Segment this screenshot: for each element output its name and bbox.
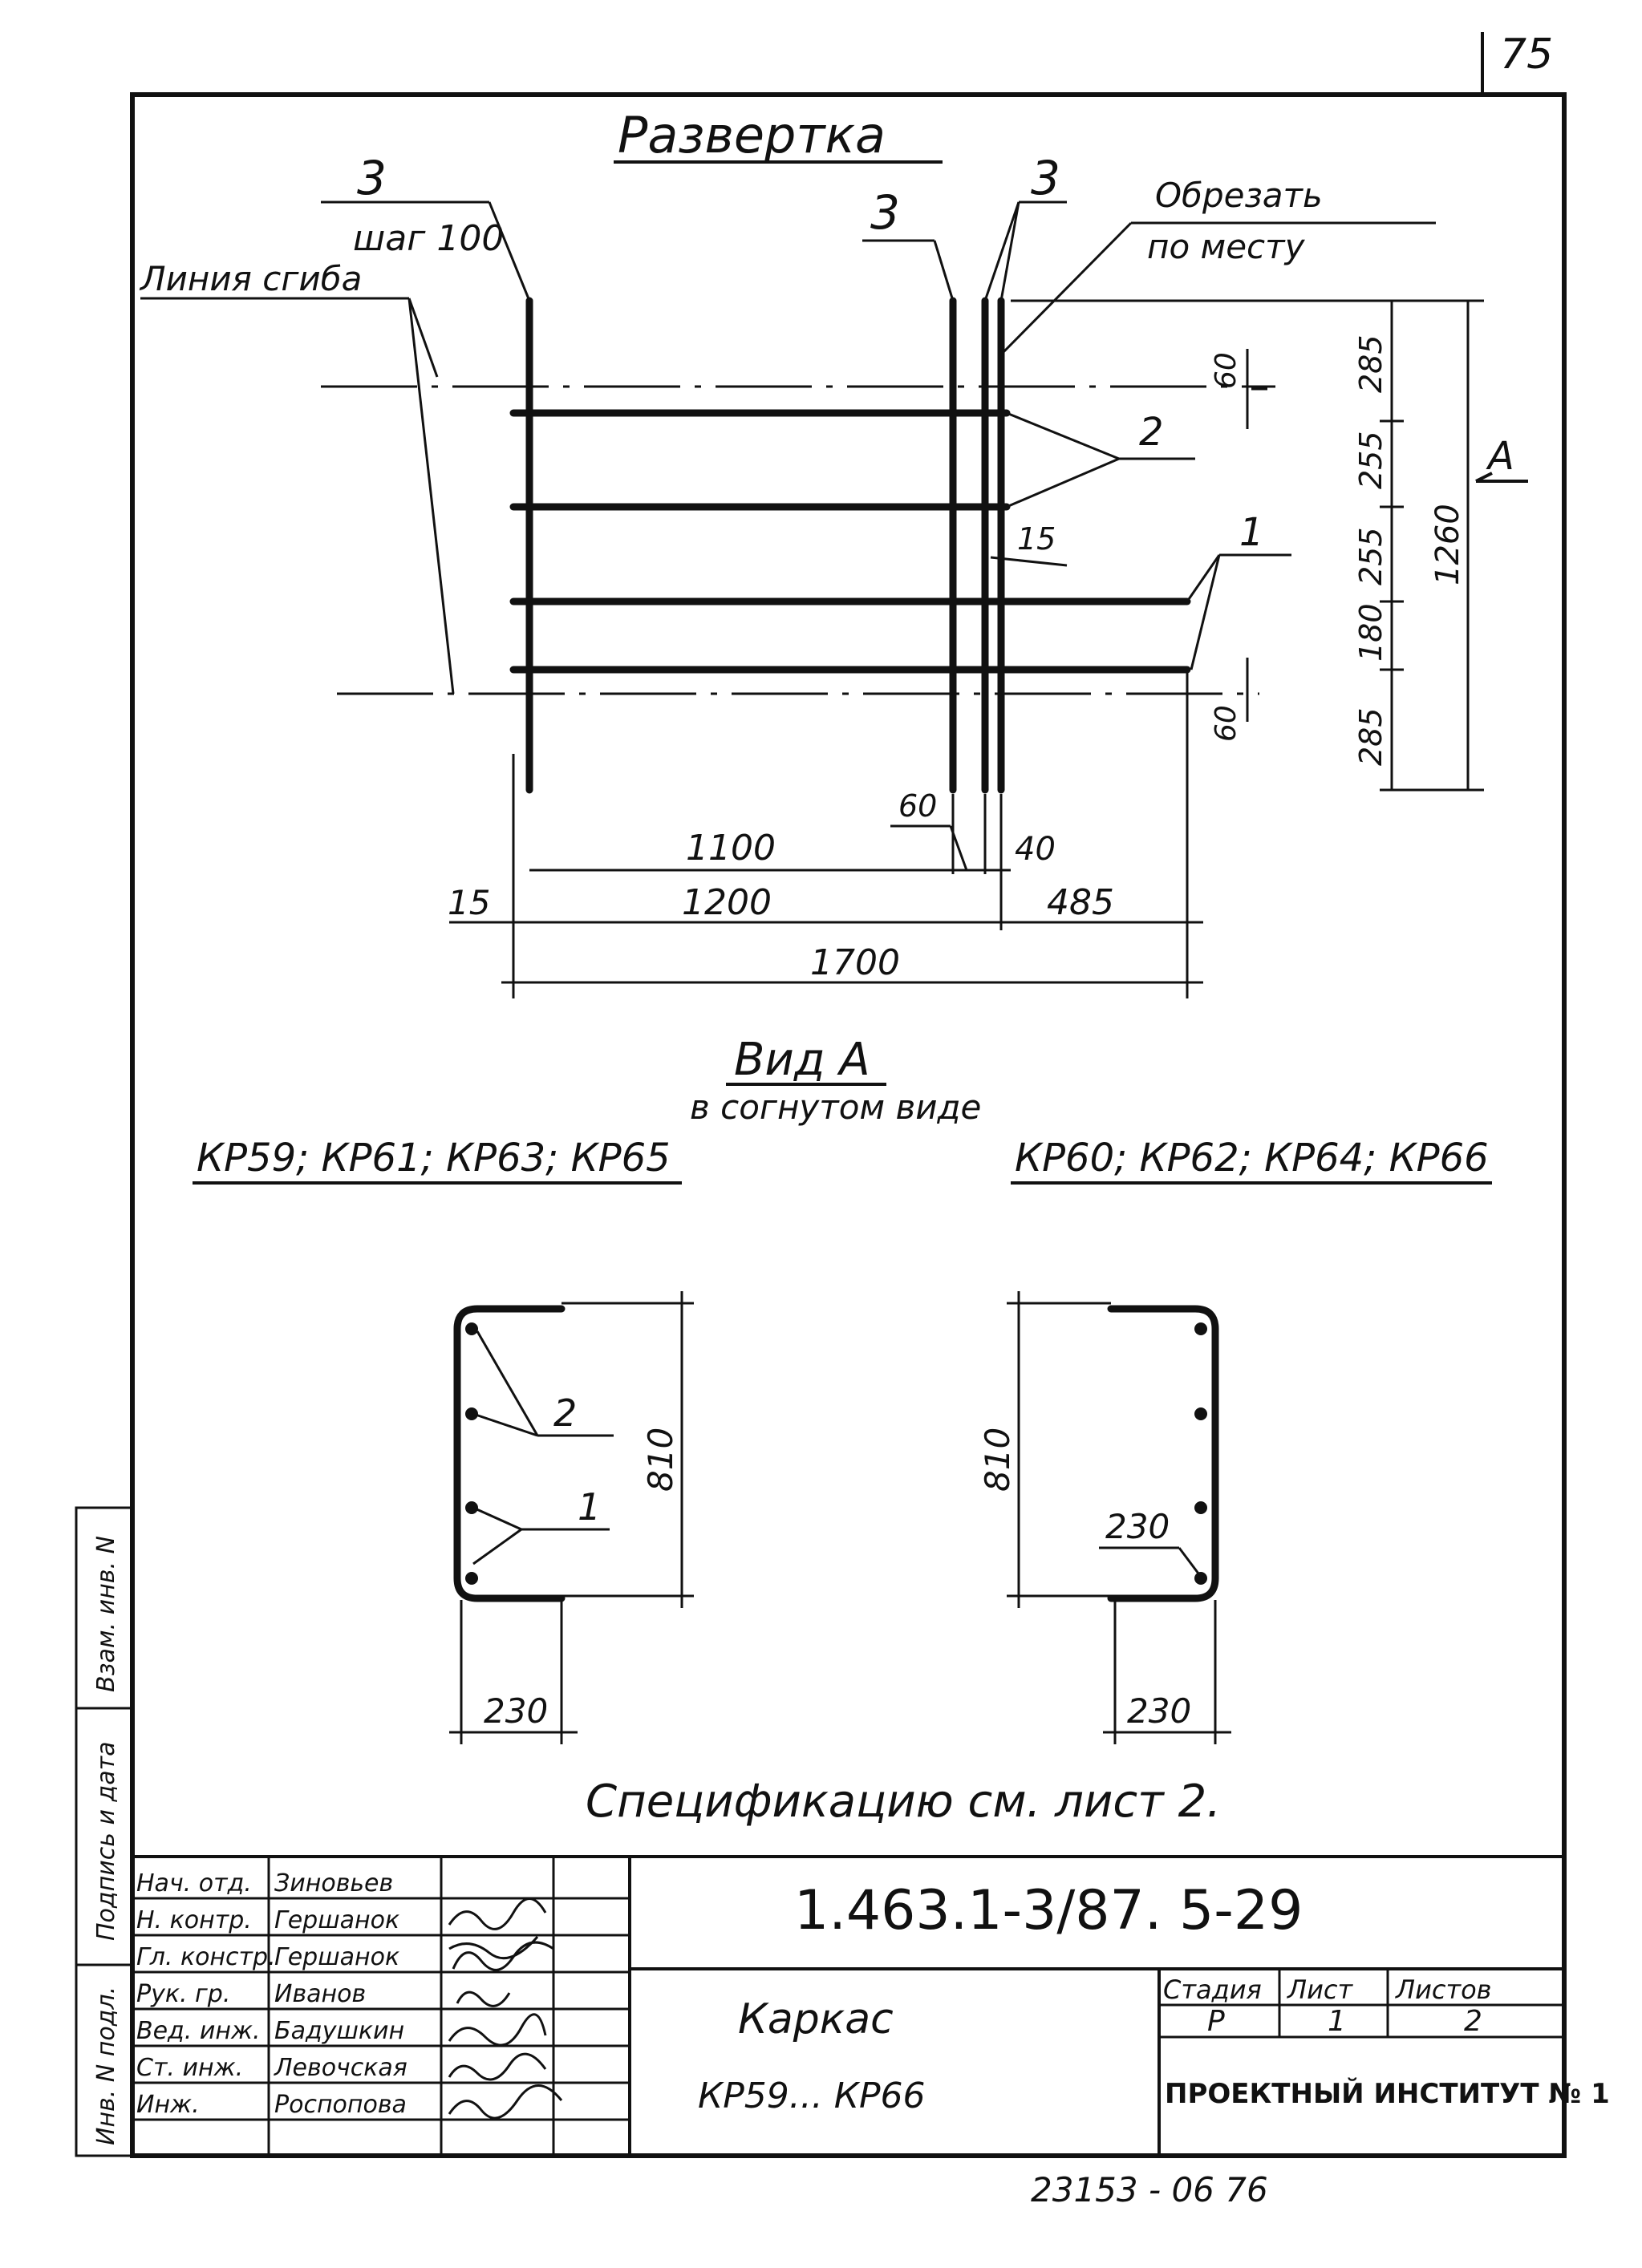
sheet-frame [130, 32, 1567, 2158]
name-2: Гершанок [274, 1906, 399, 1934]
view-a-left-marks: КР59; КР61; КР63; КР65 [197, 1136, 671, 1181]
left-pos1-label: 1 [578, 1485, 601, 1529]
right-dim-230-inner: 230 [1105, 1507, 1170, 1546]
dim-255-2: 255 [1353, 527, 1389, 585]
left-pos2-label: 2 [553, 1391, 577, 1435]
horizontal-bars [509, 409, 1191, 674]
dim-1200: 1200 [682, 882, 772, 923]
right-section [1007, 1291, 1231, 1744]
sheets-value: 2 [1464, 2005, 1482, 2038]
stamp-inv-original: Инв. N подл. [92, 1987, 120, 2145]
right-dim-810: 810 [978, 1428, 1017, 1492]
sheet-label: Лист [1287, 1974, 1353, 2005]
dim-15: 15 [448, 883, 490, 922]
view-a-arrow-label: A [1486, 434, 1514, 479]
dim-285-bottom: 285 [1353, 707, 1389, 766]
sheet-number: 75 [1500, 30, 1553, 79]
dim-60-bottom: 60 [1210, 705, 1243, 742]
title-block-grid [132, 1855, 1564, 2156]
drawing-code: 1.463.1-3/87. 5-29 [794, 1879, 1303, 1942]
view-a-right-marks: КР60; КР62; КР64; КР66 [1015, 1136, 1489, 1181]
dim-1260: 1260 [1429, 504, 1466, 585]
bottom-dimensions [449, 670, 1203, 998]
pos2-label: 2 [1139, 410, 1164, 455]
name-1: Зиновьев [274, 1869, 393, 1897]
name-4: Иванов [274, 1980, 366, 2008]
pos1-label: 1 [1239, 510, 1264, 555]
sheets-label: Листов [1395, 1974, 1492, 2005]
spec-note: Спецификацию см. лист 2. [586, 1776, 1221, 1828]
pos3-step-label: шаг 100 [353, 218, 504, 259]
name-3: Гершанок [274, 1943, 399, 1971]
signatures [448, 1897, 563, 2120]
dim-485: 485 [1047, 882, 1114, 923]
dim-60-top: 60 [1210, 352, 1243, 389]
view-a-subtitle: в согнутом виде [690, 1087, 981, 1127]
pos3-left-label: 3 [357, 151, 387, 205]
object-marks: КР59... КР66 [698, 2076, 925, 2116]
role-4: Рук. гр. [136, 1980, 230, 2008]
role-3: Гл. констр. [136, 1943, 276, 1971]
dim-1700: 1700 [810, 942, 900, 983]
dim-285-top: 285 [1353, 334, 1389, 393]
pos3-mid-label: 3 [870, 185, 900, 240]
role-6: Ст. инж. [136, 2054, 243, 2082]
side-stamp [75, 1506, 134, 2157]
role-2: Н. контр. [136, 1906, 252, 1934]
bend-line-label: Линия сгиба [139, 259, 362, 298]
dim-40: 40 [1015, 831, 1056, 868]
dim-60-gap: 60 [898, 788, 937, 824]
left-dim-230: 230 [484, 1691, 548, 1731]
stage-label: Стадия [1163, 1974, 1262, 2005]
trim-note-1: Обрезать [1155, 176, 1323, 215]
trim-note-2: по месту [1147, 227, 1306, 266]
stamp-signature-date: Подпись и дата [92, 1742, 120, 1942]
name-6: Левочская [274, 2054, 407, 2082]
role-7: Инж. [136, 2091, 200, 2119]
object-name: Каркас [738, 1995, 894, 2043]
left-section [449, 1291, 694, 1744]
name-5: Бадушкин [274, 2017, 404, 2045]
view-a-title: Вид А [734, 1034, 870, 1086]
pos3-right-label: 3 [1031, 151, 1060, 205]
bottom-number: 23153 - 06 76 [1031, 2170, 1268, 2209]
unfold-title: Развертка [618, 106, 886, 164]
sheet-value: 1 [1328, 2005, 1346, 2038]
right-dim-230: 230 [1127, 1691, 1191, 1731]
bend-lines [321, 385, 1275, 695]
right-dimension-chain [1011, 299, 1484, 792]
dim-180: 180 [1353, 603, 1389, 662]
stamp-replace-inv: Взам. инв. N [92, 1536, 120, 1692]
left-dim-810: 810 [641, 1428, 680, 1492]
organization: ПРОЕКТНЫЙ ИНСТИТУТ № 1 [1165, 2077, 1610, 2110]
role-5: Вед. инж. [136, 2017, 261, 2045]
name-7: Роспопова [274, 2091, 407, 2119]
dim-15-gap: 15 [1017, 521, 1056, 557]
role-1: Нач. отд. [136, 1869, 252, 1897]
vertical-bars [525, 297, 1005, 794]
dim-255-1: 255 [1353, 431, 1389, 489]
stage-value: Р [1207, 2005, 1225, 2038]
dim-1100: 1100 [686, 828, 776, 869]
